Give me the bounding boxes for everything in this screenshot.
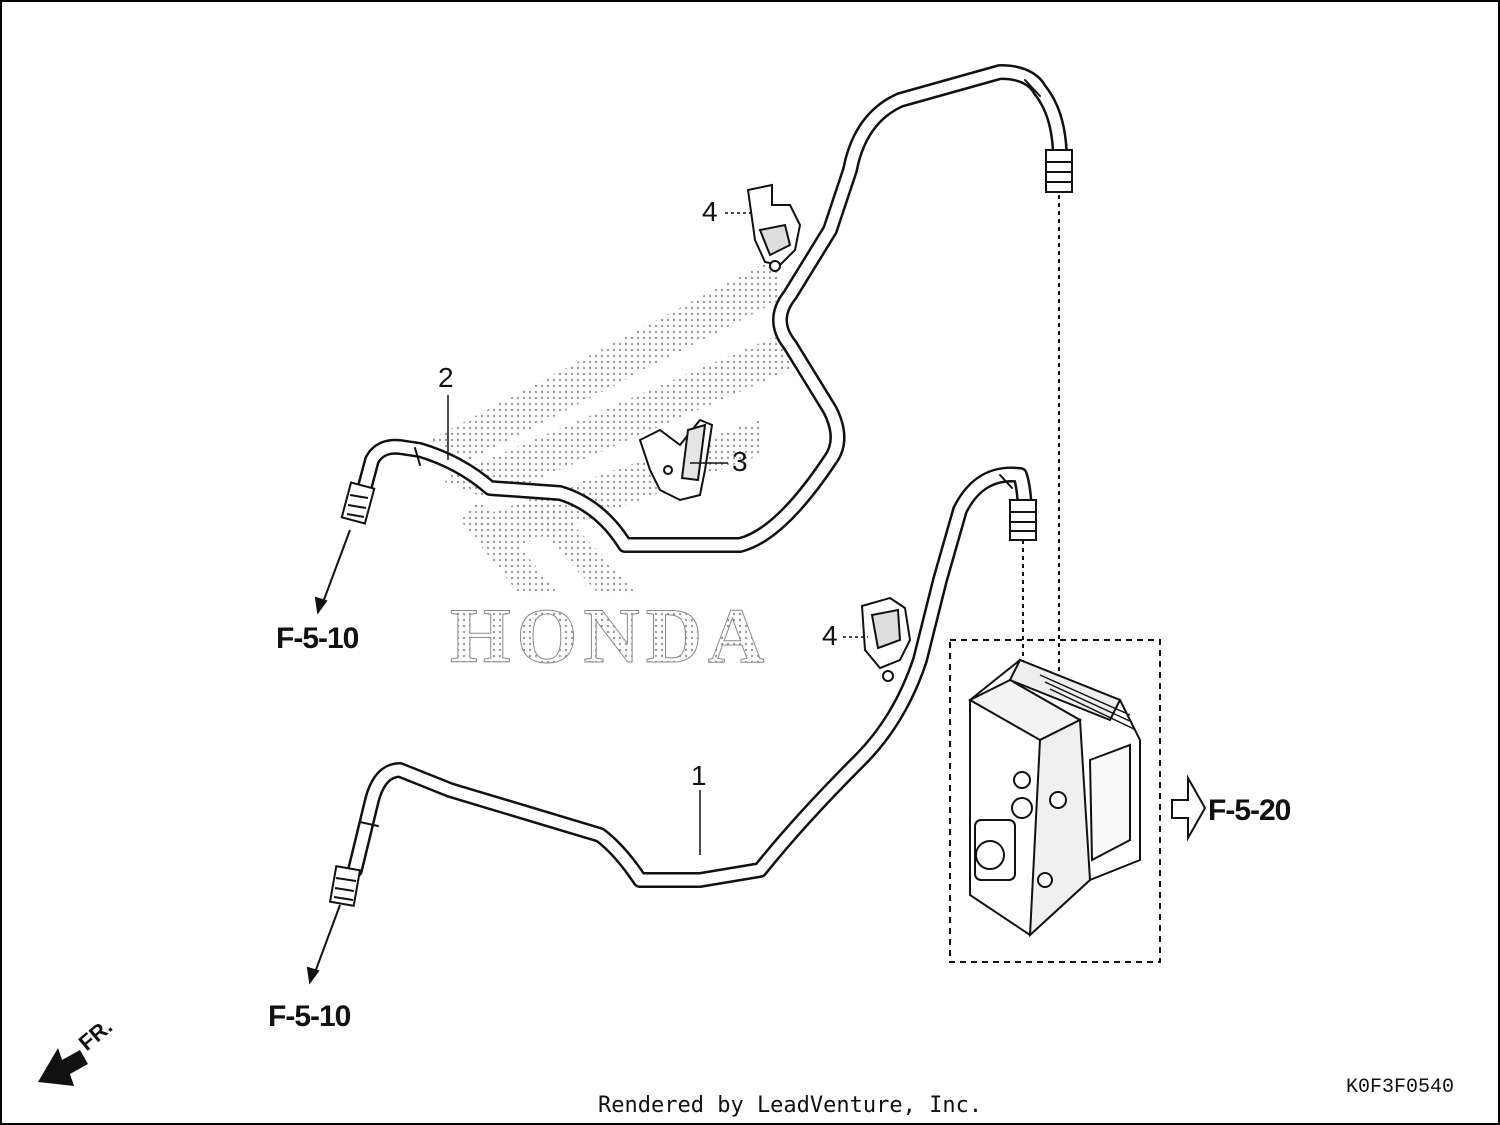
- callout-part-3: 3: [732, 446, 748, 477]
- ref-label-lower-left[interactable]: F-5-10: [268, 1000, 351, 1033]
- diagram-code: K0F3F0540: [1346, 1076, 1455, 1099]
- callout-part-4-lower: 4: [822, 620, 838, 651]
- abs-modulator: [949, 639, 1161, 963]
- callout-part-2: 2: [438, 362, 454, 393]
- front-direction-arrow: [38, 1048, 88, 1086]
- brake-pipe-upper: [352, 64, 1068, 553]
- fitting-upper-left: [340, 481, 376, 525]
- bracket-part-3: [638, 418, 714, 502]
- fitting-upper-right: [1045, 149, 1073, 193]
- footer-credit: Rendered by LeadVenture, Inc.: [598, 1093, 983, 1118]
- clamp-lower: [860, 596, 912, 682]
- fitting-lower-right: [1009, 499, 1037, 541]
- ref-arrow-right: [1171, 774, 1207, 842]
- callout-part-4-upper: 4: [702, 196, 718, 227]
- honda-watermark-text: HONDA: [450, 592, 770, 679]
- ref-label-right[interactable]: F-5-20: [1208, 794, 1291, 827]
- brake-pipe-lower: [347, 466, 1033, 888]
- callout-leaders: [447, 212, 868, 855]
- ref-label-upper-left[interactable]: F-5-10: [276, 622, 359, 655]
- clamp-upper: [746, 183, 802, 272]
- modulator-dashed-box: [949, 639, 1161, 963]
- callout-part-1: 1: [691, 760, 707, 791]
- fitting-lower-left: [328, 865, 362, 907]
- ref-arrows: [306, 529, 351, 985]
